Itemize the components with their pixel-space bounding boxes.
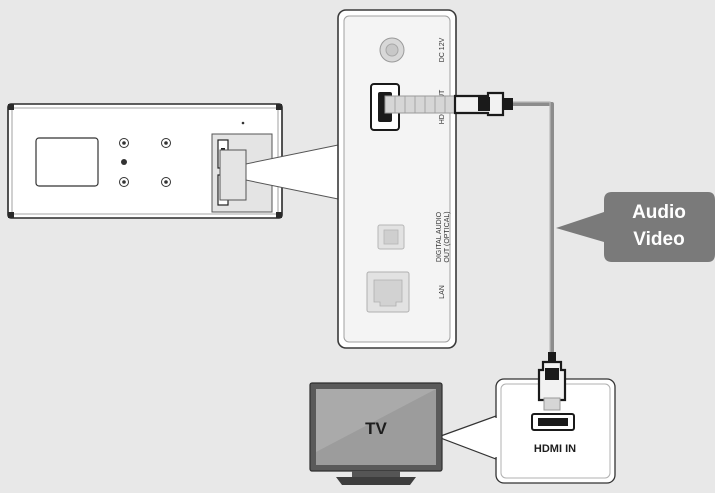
hdmi-in-socket — [531, 413, 575, 431]
tv-label: TV — [365, 419, 387, 438]
hdmi-plug-bottom-tip — [543, 397, 561, 411]
optical-port — [377, 224, 405, 250]
lan-label: LAN — [439, 285, 446, 299]
device-label-plate — [35, 137, 99, 187]
tv-stand — [336, 477, 416, 485]
tv-callout-pointer-join — [495, 418, 499, 457]
hdmi-plug-top-ridges — [394, 96, 446, 113]
screw-hole-center — [164, 180, 168, 184]
optical-socket-cavity — [383, 229, 399, 245]
hdmi-plug-bottom-body — [537, 360, 567, 402]
indicator-dot — [241, 121, 245, 125]
callout-audio-text: Audio — [632, 202, 686, 223]
hdmi-plug-bottom — [537, 352, 567, 411]
screw-center-dot — [121, 159, 127, 165]
audio-video-callout: Audio Video — [556, 192, 715, 262]
hdmi-in-label: HDMI IN — [534, 443, 576, 455]
audio-video-callout-bubble — [556, 192, 715, 262]
dc-power-port — [379, 37, 405, 63]
tv: TV — [309, 382, 443, 485]
hdmi-plug-bottom-grip — [545, 368, 559, 380]
screw-hole-center — [164, 141, 168, 145]
hdmi-plug-top-strain-relief — [503, 98, 513, 110]
hdmi-plug-top — [384, 91, 513, 117]
hdmi-cable-highlight — [512, 101, 551, 352]
back-panel: DC 12V HDMI OUT DIGITAL AUDIO OUT (OPTIC… — [337, 9, 457, 349]
optical-label-line1: DIGITAL AUDIO — [436, 211, 443, 262]
optical-label-line2: OUT (OPTICAL) — [444, 211, 451, 262]
device-corner-foot — [276, 104, 282, 110]
dc-power-label: DC 12V — [439, 37, 446, 62]
screw-hole-center — [122, 141, 126, 145]
device-corner-foot — [8, 212, 14, 218]
screw-hole-center — [122, 180, 126, 184]
hdmi-plug-top-tip — [384, 95, 458, 114]
hdmi-cable — [512, 102, 554, 352]
tv-neck — [352, 471, 400, 477]
device-corner-foot — [8, 104, 14, 110]
hdmi-plug-top-grip — [478, 97, 490, 111]
callout-video-text: Video — [633, 229, 684, 250]
dc-power-jack-center — [385, 43, 399, 57]
lan-port — [366, 271, 410, 313]
hdmi-plug-bottom-strain-relief — [548, 352, 556, 362]
device-corner-foot — [276, 212, 282, 218]
tv-screen-glare — [316, 389, 436, 452]
lan-socket-cavity — [373, 279, 403, 307]
zoom-callout-source — [219, 149, 247, 201]
hdmi-in-socket-cavity — [538, 418, 568, 426]
